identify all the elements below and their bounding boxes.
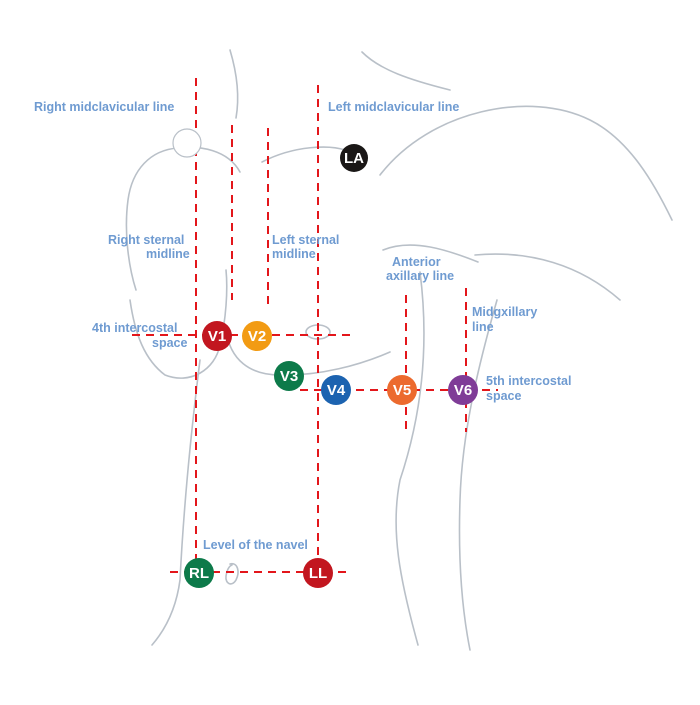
- electrode-v4: V4: [321, 375, 351, 405]
- navel-shape: [225, 562, 239, 585]
- electrode-v6: V6: [448, 375, 478, 405]
- electrode-v3-dot: [274, 361, 304, 391]
- electrode-v6-label: V6: [454, 382, 472, 399]
- electrode-rl: RL: [184, 558, 214, 588]
- electrode-la-dot: [340, 144, 368, 172]
- electrode-ra-label: RA: [176, 135, 198, 152]
- left-upper-arm-line: [474, 253, 621, 301]
- line-labels: Right midclavicular line Left midclavicu…: [34, 100, 571, 552]
- fourth-intercostal-label-line1: 4th intercostal: [92, 321, 177, 335]
- electrodes: RA LA V1 V2 V3 V4 V5 V6: [172, 128, 478, 588]
- electrode-v5-dot: [387, 375, 417, 405]
- fourth-intercostal-label-line2: space: [152, 336, 187, 350]
- electrode-ra-dot: [172, 128, 202, 158]
- midaxillary-label-line2: line: [472, 320, 494, 334]
- body-outline: [125, 49, 673, 651]
- electrode-v1-dot: [202, 321, 232, 351]
- neck-right-line: [361, 51, 451, 91]
- electrode-v5-label: V5: [393, 382, 411, 399]
- electrode-v2-dot: [242, 321, 272, 351]
- electrode-v1: V1: [202, 321, 232, 351]
- electrode-rl-dot: [184, 558, 214, 588]
- anterior-axillary-label-line1: Anterior: [392, 255, 441, 269]
- right-torso-side-line: [151, 359, 201, 646]
- left-arm-inner-line: [458, 299, 498, 651]
- electrode-la-label: LA: [344, 150, 364, 167]
- right-midclavicular-label: Right midclavicular line: [34, 100, 174, 114]
- electrode-v3: V3: [274, 361, 304, 391]
- electrode-ll: LL: [303, 558, 333, 588]
- right-sternal-label-line1: Right sternal: [108, 233, 184, 247]
- navel-level-label: Level of the navel: [203, 538, 308, 552]
- electrode-v6-dot: [448, 375, 478, 405]
- electrode-v4-dot: [321, 375, 351, 405]
- fifth-intercostal-label-line2: space: [486, 389, 521, 403]
- left-midclavicular-label: Left midclavicular line: [328, 100, 459, 114]
- left-shoulder-line: [379, 105, 673, 221]
- left-sternal-label-line2: midline: [272, 247, 316, 261]
- right-shoulder-line: [125, 147, 179, 291]
- anterior-axillary-label-line2: axillary line: [386, 269, 454, 283]
- midaxillary-label-line1: Midgxillary: [472, 305, 537, 319]
- electrode-la: LA: [340, 144, 368, 172]
- left-sternal-label-line1: Left sternal: [272, 233, 339, 247]
- electrode-v5: V5: [387, 375, 417, 405]
- electrode-v4-label: V4: [327, 382, 346, 399]
- right-sternal-label-line2: midline: [146, 247, 190, 261]
- left-torso-side-line: [395, 271, 425, 646]
- neck-left-line: [229, 49, 239, 119]
- electrode-rl-label: RL: [189, 565, 209, 582]
- electrode-v1-label: V1: [208, 328, 226, 345]
- electrode-ra: RA: [172, 128, 202, 158]
- electrode-v2: V2: [242, 321, 272, 351]
- electrode-ll-dot: [303, 558, 333, 588]
- electrode-ll-label: LL: [309, 565, 327, 582]
- electrode-v3-label: V3: [280, 368, 298, 385]
- left-chest-side-line: [382, 244, 479, 263]
- electrode-v2-label: V2: [248, 328, 266, 345]
- left-clavicle-line: [261, 146, 346, 163]
- fifth-intercostal-label-line1: 5th intercostal: [486, 374, 571, 388]
